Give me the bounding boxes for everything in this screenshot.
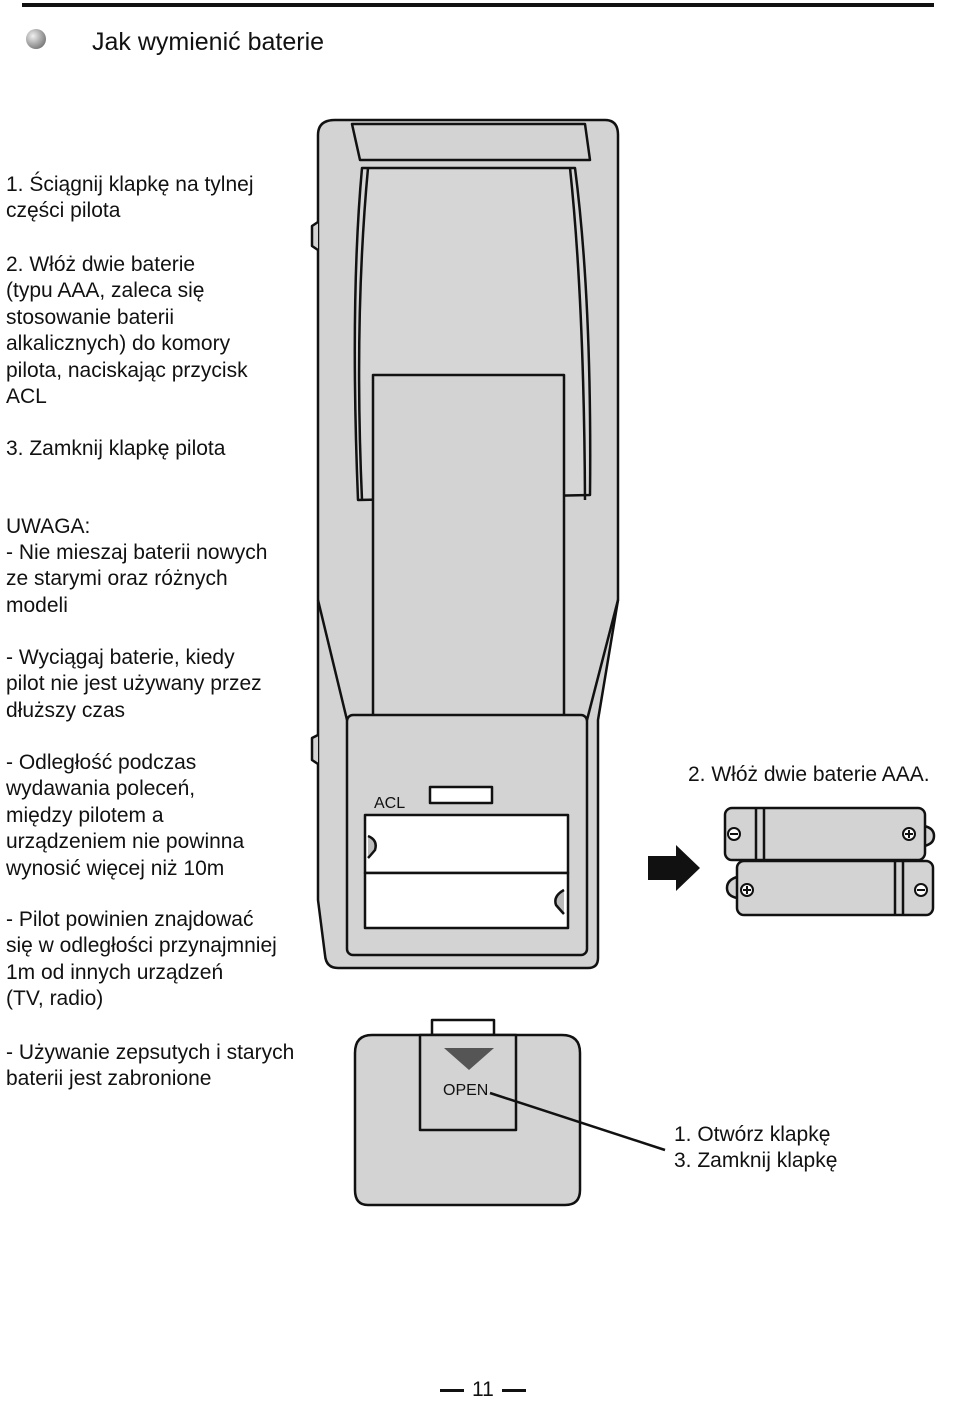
page-number-dash xyxy=(501,1388,526,1392)
warning-item: - Wyciągaj baterie, kiedy pilot nie jest… xyxy=(6,645,336,724)
top-tab xyxy=(350,122,592,162)
side-nub xyxy=(310,733,319,766)
warning-heading: UWAGA: xyxy=(6,514,336,540)
warning-line: (TV, radio) xyxy=(6,987,104,1011)
inner-panel xyxy=(371,373,566,767)
door-edge-left xyxy=(357,167,370,501)
battery-cap xyxy=(725,875,738,900)
battery-contact xyxy=(554,888,565,915)
warning-item: - Pilot powinien znajdować się w odległo… xyxy=(6,907,336,1013)
warning-line: pilot nie jest używany przez xyxy=(6,672,262,696)
step-2: 2. Włóż dwie baterie (typu AAA, zaleca s… xyxy=(6,252,336,410)
step-3: 3. Zamknij klapkę pilota xyxy=(6,436,336,462)
door-edge-right xyxy=(568,167,587,501)
battery-contact xyxy=(367,834,377,859)
insert-arrow-icon xyxy=(648,845,700,891)
compartment-side-line xyxy=(585,599,620,721)
warning-line: wynosić więcej niż 10m xyxy=(6,856,225,880)
insert-caption: 2. Włóż dwie baterie AAA. xyxy=(688,763,930,786)
cover-caption: 1. Otwórz klapkę xyxy=(674,1123,831,1146)
side-nub xyxy=(310,220,319,252)
warning-item: - Nie mieszaj baterii nowych ze starymi … xyxy=(6,540,336,619)
warning-line: ze starymi oraz różnych xyxy=(6,567,228,591)
warning-line: - Pilot powinien znajdować xyxy=(6,908,254,931)
page-number-dash xyxy=(440,1388,464,1392)
battery-cap xyxy=(923,824,936,848)
compartment-side-line xyxy=(316,599,349,721)
step-2-line: stosowanie baterii xyxy=(6,305,175,329)
acl-label: ACL xyxy=(374,795,406,812)
step-2-line: ACL xyxy=(6,385,47,409)
step-1-line: 1. Ściągnij klapkę na tylnej xyxy=(6,173,254,196)
step-2-line: (typu AAA, zaleca się xyxy=(6,279,205,303)
battery-slot-bottom xyxy=(363,871,570,930)
warning-line: baterii jest zabronione xyxy=(6,1067,212,1091)
warning-line: się w odległości przynajmniej xyxy=(6,934,277,958)
step-3-line: 3. Zamknij klapkę pilota xyxy=(6,437,226,460)
step-2-line: 2. Włóż dwie baterie xyxy=(6,253,196,276)
warning-line: modeli xyxy=(6,593,68,617)
warning-line: 1m od innych urządzeń xyxy=(6,960,224,984)
warning-line: - Używanie zepsutych i starych xyxy=(6,1041,295,1064)
warning-line: - Wyciągaj baterie, kiedy xyxy=(6,646,235,669)
battery-slot-top xyxy=(363,813,570,875)
warning-item: - Odległość podczas wydawania poleceń, m… xyxy=(6,750,336,882)
warning-line: między pilotem a xyxy=(6,803,164,827)
warning-line: dłuższy czas xyxy=(6,698,126,722)
leader-line xyxy=(489,1091,666,1152)
top-rule xyxy=(22,3,934,7)
page-title: Jak wymienić baterie xyxy=(92,28,325,56)
cover-caption: 3. Zamknij klapkę xyxy=(674,1149,838,1172)
step-1-line: części pilota xyxy=(6,199,121,223)
warning-line: - Odległość podczas xyxy=(6,751,197,774)
open-triangle-icon xyxy=(444,1048,494,1070)
open-label: OPEN xyxy=(443,1082,489,1099)
step-2-line: pilota, naciskając przycisk xyxy=(6,358,248,382)
warning-line: wydawania poleceń, xyxy=(6,777,196,801)
acl-button xyxy=(428,785,494,805)
warning-item: - Używanie zepsutych i starych baterii j… xyxy=(6,1040,336,1093)
page-number-text: 11 xyxy=(472,1378,494,1401)
warning-heading-text: UWAGA: xyxy=(6,515,91,538)
battery-aaa xyxy=(735,859,935,917)
step-1: 1. Ściągnij klapkę na tylnej części pilo… xyxy=(6,172,336,225)
section-bullet-icon xyxy=(26,29,46,49)
cover-tab xyxy=(430,1018,496,1037)
step-2-line: alkalicznych) do komory xyxy=(6,332,231,356)
page-number: 11 xyxy=(440,1378,526,1402)
warning-line: urządzeniem nie powinna xyxy=(6,830,245,854)
warning-line: - Nie mieszaj baterii nowych xyxy=(6,541,268,564)
